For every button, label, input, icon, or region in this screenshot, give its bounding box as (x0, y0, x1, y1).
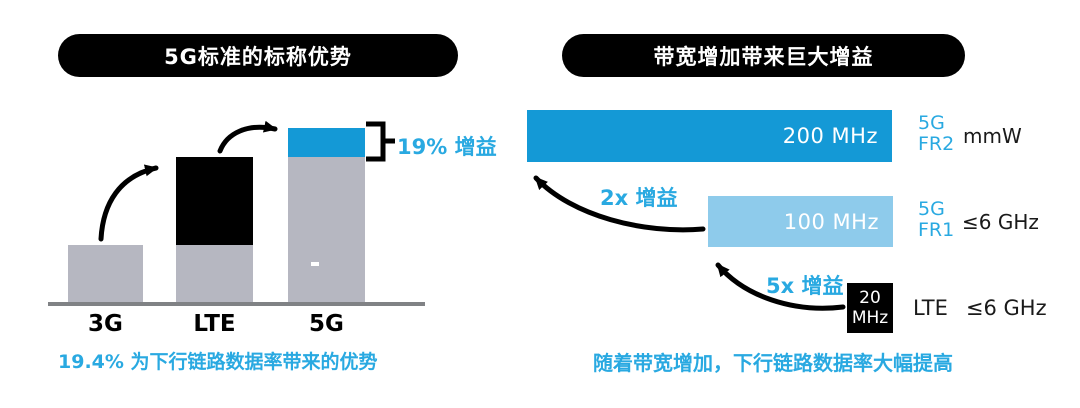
label-5g-fr1-tech: 5G (918, 198, 945, 220)
axis-label-lte: LTE (193, 311, 236, 337)
bar-lte-black-segment (176, 157, 253, 245)
gain-annotation-2x: 2x 增益 (600, 186, 678, 210)
label-5g-fr2: 5G FR2 (918, 113, 954, 155)
label-5g-fr1-band: FR1 (918, 219, 955, 241)
x-axis-baseline (48, 302, 425, 306)
curved-arrow-lte-to-5g-icon (217, 120, 278, 154)
label-5g-fr1: 5G FR1 (918, 199, 954, 241)
label-5g-fr2-tech: 5G (918, 112, 945, 134)
bar-200mhz (527, 110, 892, 162)
right-panel-caption: 随着带宽增加，下行链路数据率大幅提高 (593, 351, 953, 375)
bar-5g-gray-segment (288, 157, 365, 303)
right-panel-title: 带宽增加带来巨大增益 (653, 44, 874, 69)
box-20mhz-unit: MHz (851, 308, 889, 328)
bar-100mhz (708, 196, 893, 247)
bar-200mhz-value: 200 MHz (782, 124, 878, 148)
bar-100mhz-value: 100 MHz (783, 209, 879, 234)
bar-3g (68, 245, 143, 303)
curved-arrow-3g-to-lte-icon (98, 164, 159, 242)
left-panel-caption: 19.4% 为下行链路数据率带来的优势 (58, 351, 378, 373)
white-dash-mark (311, 262, 319, 266)
gain-annotation-5x: 5x 增益 (766, 274, 844, 298)
label-5g-fr2-band: FR2 (918, 133, 955, 155)
gain-annotation-19pct: 19% 增益 (397, 135, 497, 159)
bracket-icon (366, 121, 386, 162)
left-panel-title-pill: 5G标准的标称优势 (58, 34, 458, 77)
right-panel-title-pill: 带宽增加带来巨大增益 (562, 34, 965, 77)
label-lte-tech: LTE (913, 296, 948, 320)
label-mmw: mmW (963, 124, 1022, 148)
bar-lte-gray-segment (176, 245, 253, 303)
axis-label-3g: 3G (88, 311, 123, 337)
label-lte-row: LTE ≤6 GHz (913, 296, 1047, 320)
box-20mhz: 20 MHz (847, 283, 893, 333)
bar-5g-blue-segment (288, 128, 365, 157)
label-fr1-spectrum: ≤6 GHz (962, 210, 1039, 234)
axis-label-5g: 5G (309, 311, 344, 337)
label-lte-spectrum: ≤6 GHz (965, 296, 1047, 320)
left-panel-title: 5G标准的标称优势 (164, 44, 352, 69)
box-20mhz-value: 20 (859, 288, 881, 308)
